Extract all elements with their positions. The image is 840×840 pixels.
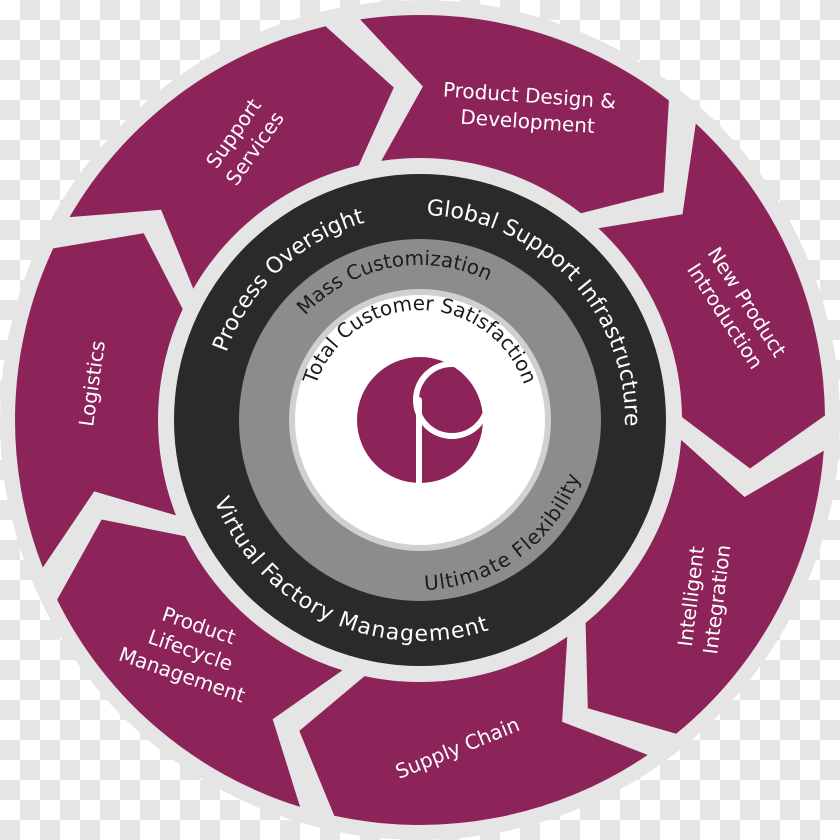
segment-1 xyxy=(360,14,669,214)
segment-2 xyxy=(598,123,825,469)
segment-5 xyxy=(57,519,343,807)
letter-p-logo-icon xyxy=(357,357,491,503)
segment-label-3: IntelligentIntegration xyxy=(672,540,735,655)
segment-6 xyxy=(15,233,183,568)
segment-7 xyxy=(69,26,394,289)
segment-3 xyxy=(585,439,824,734)
segment-4 xyxy=(299,636,648,825)
